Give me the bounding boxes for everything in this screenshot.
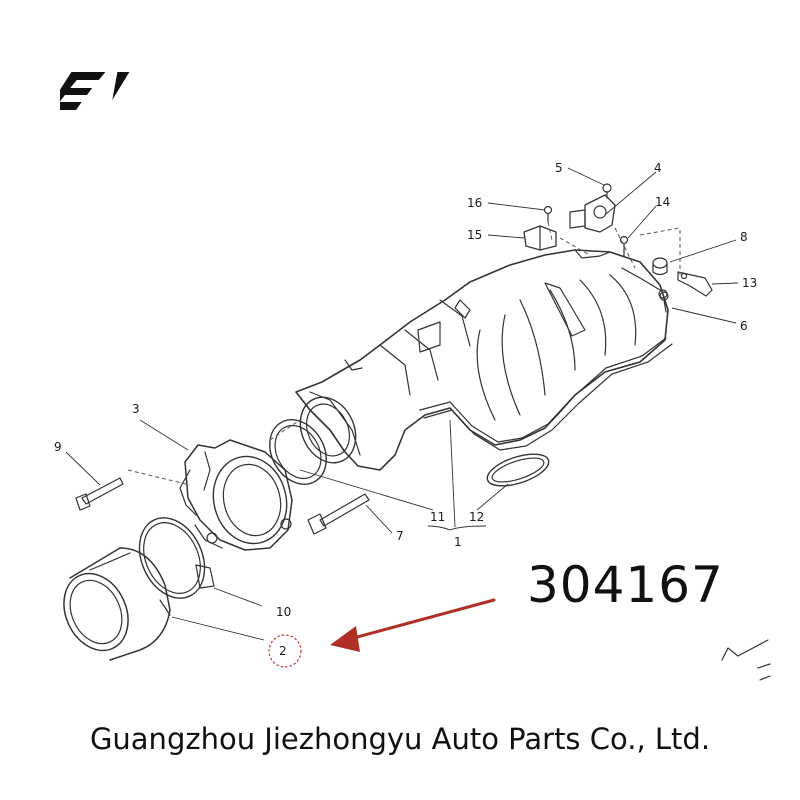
callout-1: 1 bbox=[454, 535, 462, 549]
intake-hose-2 bbox=[63, 547, 171, 661]
cap-8 bbox=[652, 257, 668, 276]
bolt-7 bbox=[307, 493, 370, 535]
callout-16: 16 bbox=[467, 196, 482, 210]
clamp-10 bbox=[138, 517, 215, 599]
part-number: 304167 bbox=[527, 556, 724, 614]
sensor-4 bbox=[569, 194, 616, 233]
bolt-16 bbox=[543, 205, 553, 223]
gasket-11 bbox=[269, 419, 327, 485]
bolt-14 bbox=[619, 235, 629, 257]
callout-2: 2 bbox=[279, 644, 287, 658]
screw-5 bbox=[602, 183, 612, 199]
callout-13: 13 bbox=[742, 276, 757, 290]
callout-6: 6 bbox=[740, 319, 748, 333]
throttle-body bbox=[179, 439, 293, 551]
callout-5: 5 bbox=[555, 161, 563, 175]
callout-9: 9 bbox=[54, 440, 62, 454]
callout-7: 7 bbox=[396, 529, 404, 543]
bolt-9 bbox=[75, 477, 124, 511]
highlight-circle bbox=[268, 634, 302, 668]
callout-3: 3 bbox=[132, 402, 140, 416]
callout-10: 10 bbox=[276, 605, 291, 619]
pointer-arrow bbox=[330, 598, 496, 652]
gasket-12 bbox=[486, 453, 550, 487]
callout-14: 14 bbox=[655, 195, 670, 209]
intake-manifold bbox=[295, 249, 673, 471]
callout-15: 15 bbox=[467, 228, 482, 242]
company-name: Guangzhou Jiezhongyu Auto Parts Co., Ltd… bbox=[89, 722, 711, 756]
bracket-13 bbox=[677, 271, 713, 297]
callout-12: 12 bbox=[469, 510, 484, 524]
bracket-15 bbox=[523, 225, 557, 251]
fastener-6 bbox=[659, 291, 669, 313]
callout-11: 11 bbox=[430, 510, 445, 524]
callout-4: 4 bbox=[654, 161, 662, 175]
brand-logo bbox=[60, 72, 130, 110]
callout-8: 8 bbox=[740, 230, 748, 244]
